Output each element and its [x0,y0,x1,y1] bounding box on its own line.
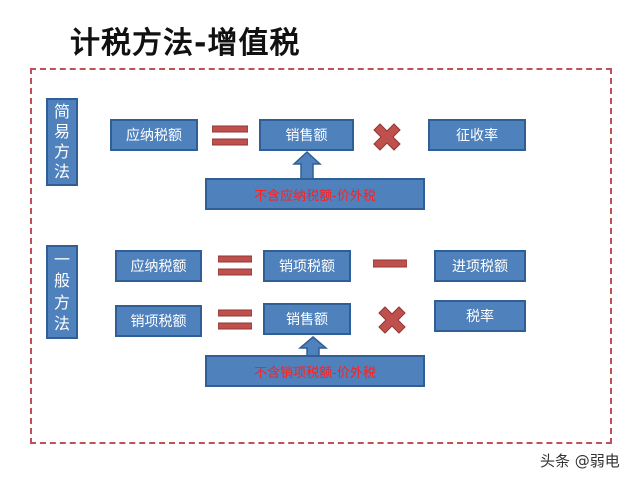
equals-icon [218,309,252,330]
label-char: 法 [53,162,70,181]
watermark: 头条 @弱电 [540,452,620,470]
simple-sales-box: 销售额 [259,119,354,151]
simple-note-banner: 不含应纳税额-价外税 [205,178,425,210]
label-char: 方 [53,142,70,161]
equals-icon [212,125,248,146]
label-char: 般 [53,271,70,291]
tax-rate-box: 税率 [434,300,526,332]
multiply-icon [373,123,401,151]
label-char: 简 [53,102,70,121]
up-arrow-icon [298,336,328,361]
simple-method-label: 简 易 方 法 [46,98,78,186]
general-method-label: 一 般 方 法 [46,245,78,339]
dashed-frame [30,68,612,444]
simple-tax-payable-box: 应纳税额 [110,119,198,151]
output-tax-box: 销项税额 [263,250,351,282]
up-arrow-icon [292,150,322,180]
general-note-banner: 不含销项税额-价外税 [205,355,425,387]
general-output-tax-box: 销项税额 [115,305,202,337]
input-tax-box: 进项税额 [434,250,526,282]
label-char: 法 [53,313,70,333]
page-title: 计税方法-增值税 [70,26,301,61]
label-char: 一 [53,250,70,270]
general-sales-box: 销售额 [263,303,351,335]
minus-icon [373,259,407,268]
label-char: 易 [53,122,70,141]
label-char: 方 [53,292,70,312]
multiply-icon [378,306,406,334]
simple-levy-rate-box: 征收率 [428,119,526,151]
general-tax-payable-box: 应纳税额 [115,250,202,282]
equals-icon [218,255,252,276]
